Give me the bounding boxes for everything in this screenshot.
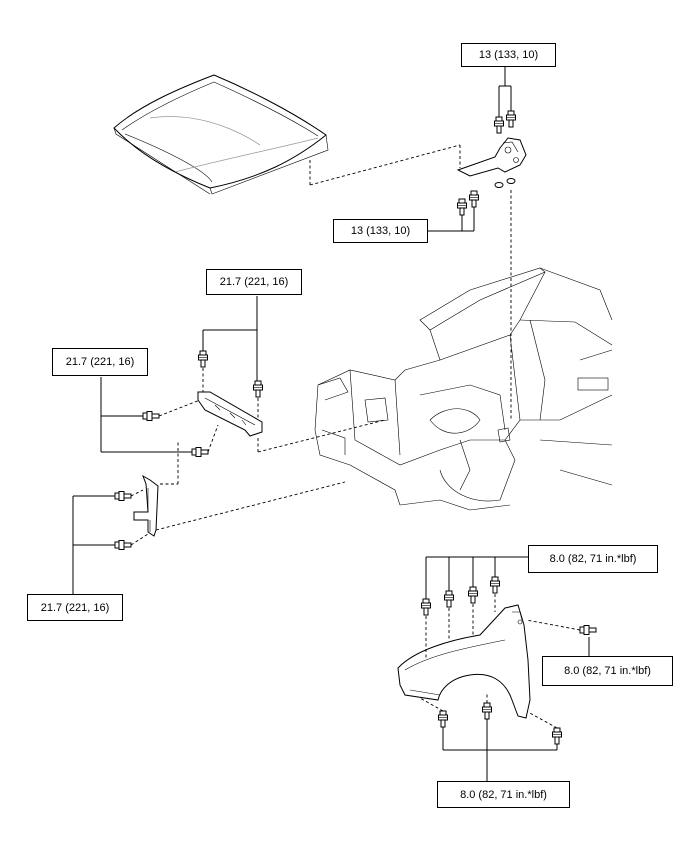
leader-lines-bracket [100, 296, 386, 453]
fender-bolt-upper-4 [490, 576, 500, 594]
hinge-lower-bolt-2 [469, 190, 479, 208]
fender-bolt-upper-2 [444, 590, 454, 608]
torque-label-bracket-left: 21.7 (221, 16) [52, 348, 148, 376]
leader-lines-fender [419, 556, 590, 782]
torque-label-support-lower: 21.7 (221, 16) [27, 594, 123, 621]
fender-bolt-lower-3 [552, 727, 562, 745]
front-fender [397, 604, 531, 719]
hinge-upper-bolt-1 [494, 116, 504, 134]
bracket-bolt-left [142, 411, 160, 421]
support-bolt-upper [114, 491, 132, 501]
torque-label-fender-right: 8.0 (82, 71 in.*lbf) [542, 656, 673, 686]
torque-label-bracket-upper: 21.7 (221, 16) [206, 269, 302, 295]
vehicle-body [314, 267, 613, 511]
fender-bolt-lower-1 [438, 710, 448, 728]
leader-lines-hinge [309, 66, 512, 420]
bracket-bolt-lower [191, 447, 209, 457]
torque-label-hood-hinge-upper: 13 (133, 10) [461, 43, 556, 67]
hinge-upper-bolt-2 [506, 110, 516, 128]
torque-label-hood-hinge-lower: 13 (133, 10) [333, 219, 428, 243]
hood-lock-support-bracket [197, 391, 263, 437]
fender-bolt-upper-3 [468, 586, 478, 604]
hood [113, 74, 329, 195]
support-bolt-lower [114, 540, 132, 550]
hinge-lower-bolt-1 [457, 198, 467, 216]
radiator-side-support [133, 474, 159, 537]
bracket-bolt-upper-2 [253, 380, 263, 398]
torque-label-fender-lower: 8.0 (82, 71 in.*lbf) [437, 781, 570, 808]
fender-bolt-right [579, 625, 597, 635]
leader-lines-support [72, 440, 346, 594]
bracket-bolt-upper-1 [198, 350, 208, 368]
hood-hinge [456, 137, 527, 188]
fender-bolt-upper-1 [421, 598, 431, 616]
torque-label-fender-upper: 8.0 (82, 71 in.*lbf) [528, 545, 658, 573]
fender-bolt-lower-2 [482, 702, 492, 720]
